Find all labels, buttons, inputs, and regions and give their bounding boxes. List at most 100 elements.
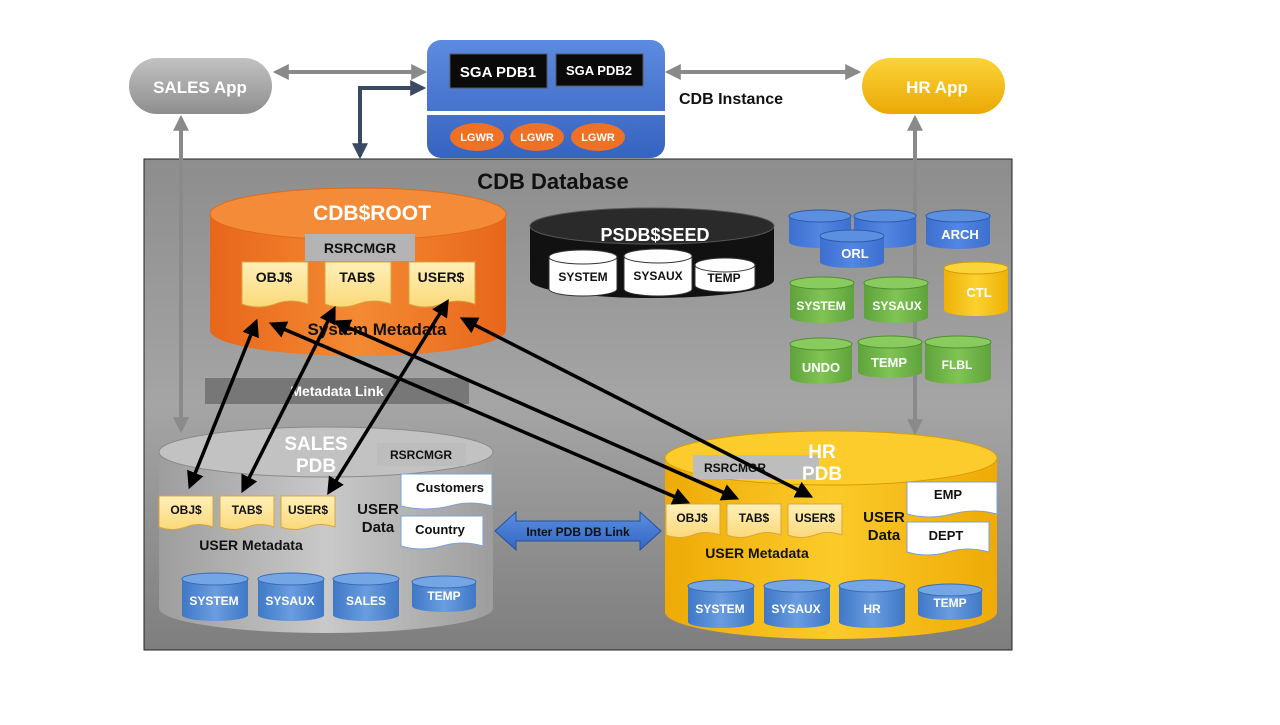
root-doc-tabs: TAB$ [324, 261, 392, 308]
sales-user-data-line1: USER [357, 501, 399, 518]
hr-hr-cylinder: HR [838, 579, 906, 628]
hr-doc-users-label: USER$ [795, 511, 835, 525]
sales-doc-tabs-label: TAB$ [232, 503, 263, 517]
emp-table: EMP [906, 481, 998, 518]
temp-datafile-cylinder: TEMP [857, 335, 923, 378]
sales-temp-label: TEMP [427, 589, 460, 603]
sales-temp-cylinder: TEMP [411, 575, 477, 612]
seed-temp-label: TEMP [707, 271, 740, 285]
system-datafile-cylinder: SYSTEM [789, 276, 855, 323]
country-table: Country [400, 515, 484, 550]
hr-doc-objs: OBJ$ [665, 503, 721, 538]
sales-app-label: SALES App [153, 78, 247, 97]
root-doc-tabs-label: TAB$ [339, 269, 375, 285]
sales-sales-cylinder: SALES [332, 572, 400, 621]
hr-system-cylinder: SYSTEM [687, 579, 755, 628]
lgwr-label: LGWR [520, 132, 554, 144]
root-doc-users: USER$ [408, 261, 476, 308]
sales-doc-objs: OBJ$ [158, 495, 214, 530]
hr-system-label: SYSTEM [695, 602, 744, 616]
sales-app[interactable]: SALES App [129, 58, 272, 114]
sales-doc-users: USER$ [280, 495, 336, 530]
seed-sysaux-label: SYSAUX [633, 269, 682, 283]
temp-datafile-label: TEMP [871, 355, 907, 370]
ctl-cylinder: CTL [943, 261, 1009, 316]
flbl-label: FLBL [942, 358, 973, 372]
sales-pdb-title-line1: SALES [284, 434, 347, 455]
undo-cylinder: UNDO [789, 337, 853, 384]
hr-doc-tabs: TAB$ [726, 503, 782, 538]
sales-sysaux-label: SYSAUX [265, 594, 314, 608]
metadata-arrow-hr-users [459, 317, 814, 498]
hr-pdb-title-line1: HR [808, 442, 836, 463]
sales-system-cylinder: SYSTEM [181, 572, 249, 621]
seed-system-cylinder: SYSTEM [548, 249, 618, 297]
sales-user-metadata-label: USER Metadata [199, 537, 303, 553]
cdb-instance: SGA PDB1 SGA PDB2 LGWR LGWR LGWR [427, 40, 665, 158]
inter-pdb-db-link-label: Inter PDB DB Link [526, 525, 630, 539]
hr-user-data-line2: Data [868, 527, 901, 544]
hr-sysaux-cylinder: SYSAUX [763, 579, 831, 628]
sales-doc-tabs: TAB$ [219, 495, 275, 530]
dept-table: DEPT [906, 521, 990, 556]
sysaux-datafile-label: SYSAUX [872, 299, 921, 313]
orl-label: ORL [841, 246, 869, 261]
country-table-label: Country [415, 522, 466, 537]
sales-rsrcmgr-label: RSRCMGR [390, 448, 452, 462]
hr-sysaux-label: SYSAUX [771, 602, 820, 616]
instance-database-connector [352, 80, 427, 160]
hr-hr-label: HR [863, 602, 881, 616]
root-rsrcmgr-label: RSRCMGR [324, 240, 396, 256]
sysaux-datafile-cylinder: SYSAUX [863, 276, 929, 323]
hr-pdb-title-line2: PDB [802, 464, 842, 485]
sales-user-data-line2: Data [362, 519, 395, 536]
sales-system-label: SYSTEM [189, 594, 238, 608]
ctl-label: CTL [966, 285, 991, 300]
root-rsrcmgr [305, 234, 415, 261]
dept-table-label: DEPT [929, 528, 964, 543]
sales-doc-users-label: USER$ [288, 503, 328, 517]
hr-doc-tabs-label: TAB$ [739, 511, 770, 525]
lgwr-process-3: LGWR [571, 123, 625, 151]
cdb-database-title: CDB Database [477, 169, 629, 194]
arch-label: ARCH [941, 227, 979, 242]
cdb-root-title: CDB$ROOT [313, 202, 431, 225]
cdb-instance-label: CDB Instance [679, 91, 783, 108]
orl-cylinder: ORL [819, 229, 885, 268]
sga-pdb1: SGA PDB1 [449, 53, 548, 89]
arch-cylinder: ARCH [925, 209, 991, 249]
undo-label: UNDO [802, 360, 840, 375]
inter-pdb-db-link-arrow [494, 510, 662, 552]
lgwr-label: LGWR [581, 132, 615, 144]
pdb-seed-title: PSDB$SEED [600, 225, 709, 245]
customers-table-label: Customers [416, 480, 484, 495]
root-doc-objs: OBJ$ [241, 261, 309, 308]
system-datafile-label: SYSTEM [796, 299, 845, 313]
root-doc-users-label: USER$ [418, 269, 465, 285]
sga-pdb1-label: SGA PDB1 [460, 64, 536, 81]
emp-table-label: EMP [934, 487, 963, 502]
hr-doc-objs-label: OBJ$ [676, 511, 708, 525]
seed-system-label: SYSTEM [558, 270, 607, 284]
hr-app-label: HR App [906, 78, 968, 97]
sga-pdb2-label: SGA PDB2 [566, 63, 632, 78]
hr-temp-label: TEMP [933, 596, 966, 610]
hr-temp-cylinder: TEMP [917, 583, 983, 620]
hr-user-metadata-label: USER Metadata [705, 545, 809, 561]
hr-app[interactable]: HR App [862, 58, 1005, 114]
root-doc-objs-label: OBJ$ [256, 269, 293, 285]
sales-pdb-title-line2: PDB [296, 456, 336, 477]
seed-sysaux-cylinder: SYSAUX [623, 248, 693, 297]
sales-doc-objs-label: OBJ$ [170, 503, 202, 517]
customers-table: Customers [400, 473, 493, 510]
flbl-cylinder: FLBL [924, 335, 992, 384]
lgwr-label: LGWR [460, 132, 494, 144]
sales-sales-label: SALES [346, 594, 386, 608]
lgwr-process-2: LGWR [510, 123, 564, 151]
hr-user-data-line1: USER [863, 509, 905, 526]
lgwr-process-1: LGWR [450, 123, 504, 151]
sales-sysaux-cylinder: SYSAUX [257, 572, 325, 621]
seed-temp-cylinder: TEMP [694, 257, 756, 293]
metadata-link-arrows [187, 299, 814, 505]
